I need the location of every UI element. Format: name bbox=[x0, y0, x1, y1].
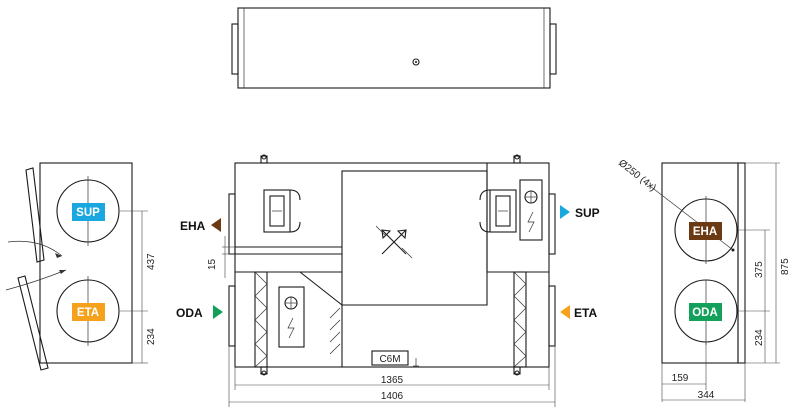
dim-total-height: 875 bbox=[780, 258, 790, 275]
dim-duct-diameter: Ø250 (4x) bbox=[616, 158, 658, 194]
oda-tag-right: ODA bbox=[689, 303, 722, 321]
svg-text:SUP: SUP bbox=[76, 207, 100, 219]
dim-lower-height: 234 bbox=[146, 328, 157, 345]
eha-arrow: EHA bbox=[180, 218, 221, 233]
eha-tag-right: EHA bbox=[689, 222, 722, 240]
filter-left-icon bbox=[254, 271, 268, 368]
dim-right-lower-height: 234 bbox=[754, 329, 765, 346]
filter-right-icon bbox=[513, 271, 527, 368]
left-side-view: 437 234 bbox=[5, 162, 157, 371]
fan-left-icon bbox=[263, 189, 301, 233]
svg-text:ODA: ODA bbox=[692, 307, 718, 319]
svg-text:ETA: ETA bbox=[574, 306, 597, 320]
svg-text:ETA: ETA bbox=[77, 307, 99, 319]
sup-tag-left: SUP bbox=[72, 203, 105, 221]
eta-tag-left: ETA bbox=[72, 303, 105, 321]
right-side-view: Ø250 (4x) 375 234 875 159 344 bbox=[616, 158, 790, 402]
dim-gap: 15 bbox=[207, 258, 218, 270]
svg-text:EHA: EHA bbox=[180, 219, 206, 233]
svg-text:ODA: ODA bbox=[176, 306, 203, 320]
dim-offset: 159 bbox=[672, 373, 689, 384]
fan-right-icon bbox=[479, 189, 517, 233]
dim-width-total: 1406 bbox=[381, 391, 404, 402]
heat-exchanger-icon bbox=[375, 225, 413, 259]
sup-arrow: SUP bbox=[560, 205, 600, 220]
screw-icon bbox=[412, 58, 420, 66]
heater-right-icon bbox=[519, 179, 543, 241]
oda-arrow: ODA bbox=[176, 305, 223, 320]
heater-left-icon bbox=[278, 286, 305, 348]
dim-width-inner: 1365 bbox=[381, 375, 404, 386]
top-view bbox=[231, 7, 557, 89]
controller-label: C6M bbox=[379, 354, 400, 365]
svg-text:EHA: EHA bbox=[693, 226, 717, 238]
dim-upper-spacing: 437 bbox=[146, 253, 157, 270]
dim-spigot-spacing: 375 bbox=[754, 261, 765, 278]
front-view: C6M 15 1365 1406 bbox=[207, 154, 556, 407]
dim-depth: 344 bbox=[698, 390, 715, 401]
eta-arrow: ETA bbox=[560, 305, 597, 320]
svg-text:SUP: SUP bbox=[575, 206, 600, 220]
